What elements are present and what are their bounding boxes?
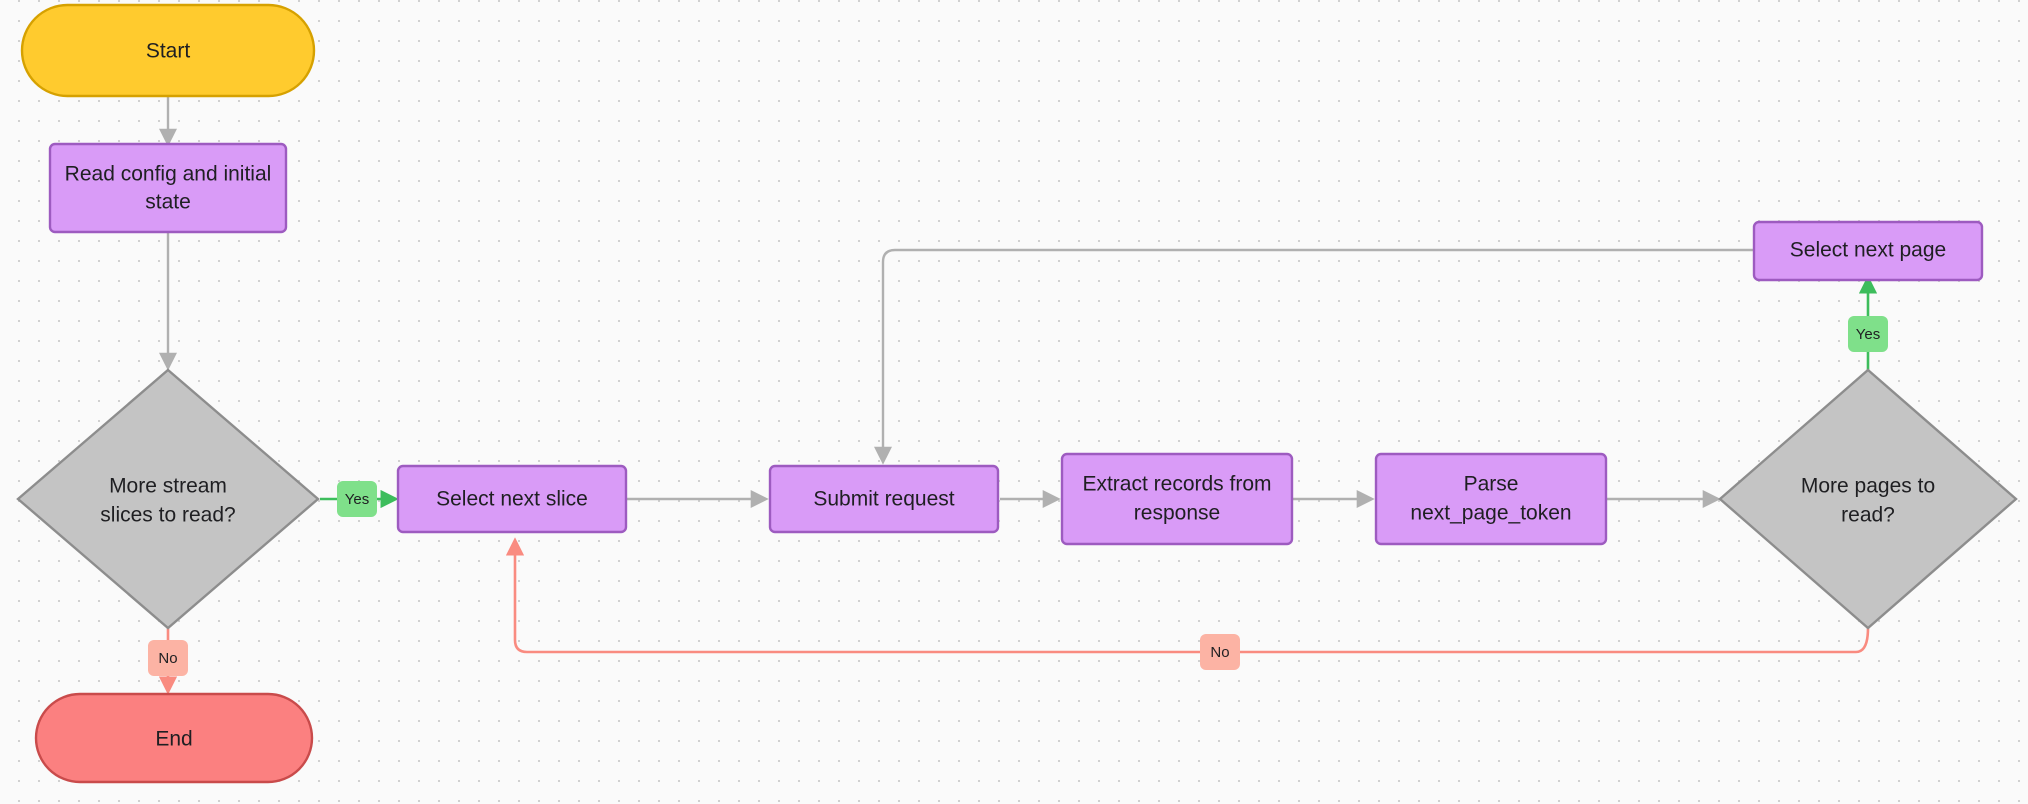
node-read-config[interactable]: Read config and initial state [48, 142, 288, 234]
node-end[interactable]: End [34, 692, 314, 784]
edge-label-no-slices[interactable]: No [148, 640, 188, 676]
node-layer: Start Read config and initial state More… [16, 3, 2018, 784]
edge-more-pages-no-to-next-slice-loop [505, 537, 1870, 654]
edge-layer [158, 96, 1878, 695]
edge-label-yes-pages[interactable]: Yes [1848, 316, 1888, 352]
edge-next-page-to-submit-loop [874, 248, 1754, 465]
node-next-slice[interactable]: Select next slice [396, 464, 628, 534]
edge-label-no-pages[interactable]: No [1200, 634, 1240, 670]
node-submit[interactable]: Submit request [768, 464, 1000, 534]
node-next-page[interactable]: Select next page [1752, 220, 1984, 282]
node-more-pages[interactable]: More pages to read? [1718, 368, 2018, 630]
edge-label-yes-slices[interactable]: Yes [337, 481, 377, 517]
node-parse[interactable]: Parse next_page_token [1374, 452, 1608, 546]
node-start[interactable]: Start [20, 3, 316, 98]
node-extract[interactable]: Extract records from response [1060, 452, 1294, 546]
node-more-slices[interactable]: More stream slices to read? [16, 368, 320, 630]
